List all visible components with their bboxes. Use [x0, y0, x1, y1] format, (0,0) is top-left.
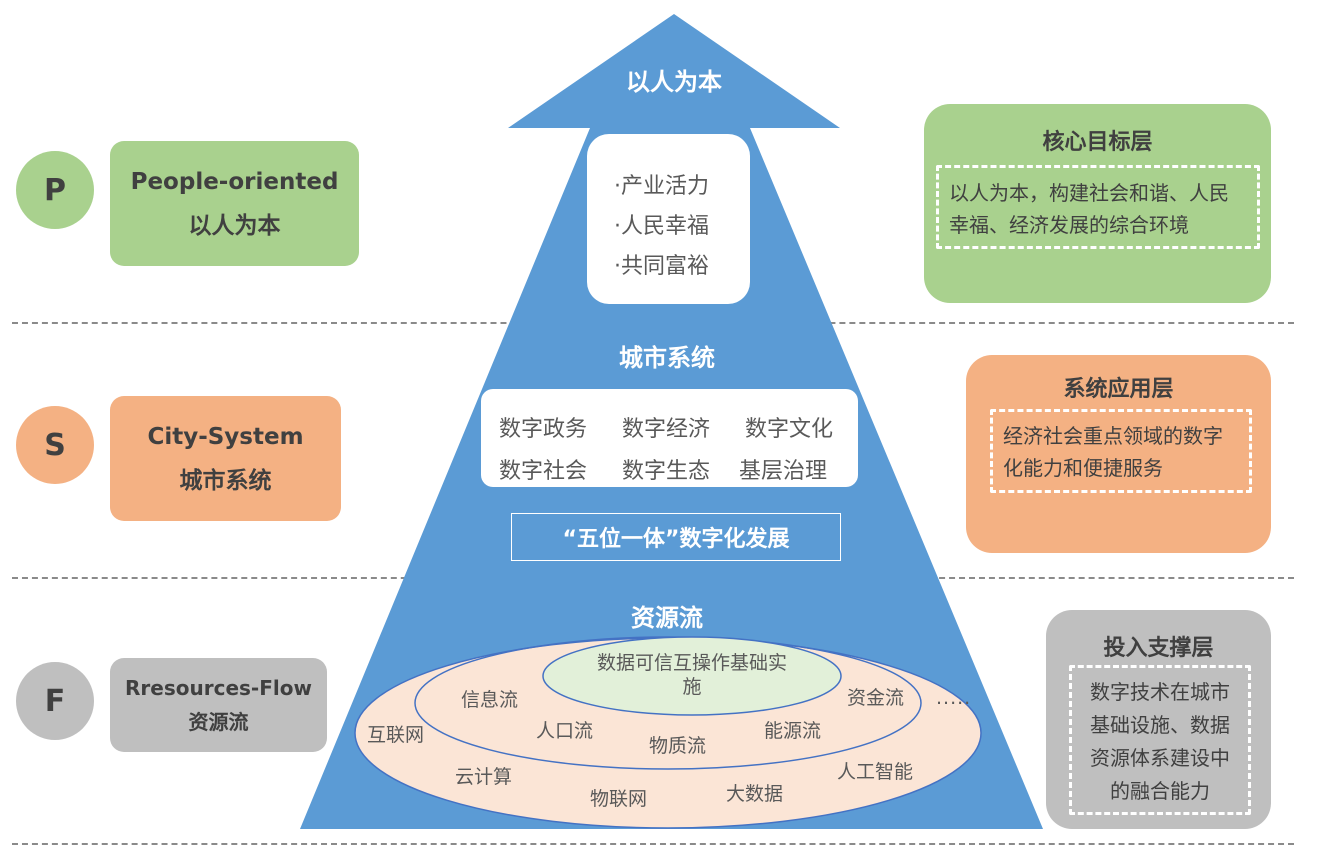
flow-item: 能源流 [764, 720, 822, 742]
flow-item: 资金流 [847, 687, 905, 709]
system-item: 基层治理 [739, 459, 828, 484]
five-in-one-label: “五位一体”数字化发展 [562, 527, 790, 552]
core-goal-layer-title: 核心目标层 [1042, 130, 1153, 155]
pyramid-top-title: 以人为本 [626, 68, 722, 96]
resource-title: 资源流 [631, 604, 703, 632]
system-application-layer-box: 系统应用层 经济社会重点领域的数字化能力和便捷服务 [966, 355, 1271, 553]
core-label: 数据可信互操作基础实施 [596, 652, 787, 698]
system-title: 城市系统 [619, 344, 715, 372]
input-support-layer-title: 投入支撑层 [1103, 636, 1214, 661]
system-application-layer-title: 系统应用层 [1063, 377, 1174, 402]
city-system-box: City-System 城市系统 [110, 396, 341, 521]
tech-item: 云计算 [455, 766, 513, 788]
people-oriented-en: People-oriented [130, 168, 339, 195]
system-application-layer-desc: 经济社会重点领域的数字化能力和便捷服务 [990, 409, 1252, 493]
goal-item: ·产业活力 [614, 174, 709, 199]
system-item: 数字社会 [499, 459, 588, 484]
tech-item: 互联网 [367, 724, 425, 746]
tech-item: 大数据 [726, 783, 784, 805]
system-item: 数字经济 [622, 417, 711, 442]
system-item: 数字文化 [745, 417, 834, 442]
resources-flow-box: Rresources-Flow 资源流 [110, 658, 327, 752]
city-system-zh: 城市系统 [179, 467, 272, 494]
five-in-one-box: “五位一体”数字化发展 [511, 513, 841, 561]
tech-item: 人工智能 [837, 761, 914, 783]
flow-item: 信息流 [461, 689, 519, 711]
f-circle: F [16, 662, 94, 740]
resources-flow-zh: 资源流 [188, 710, 249, 734]
goal-item: ·共同富裕 [614, 254, 709, 279]
system-item: 数字生态 [622, 459, 711, 484]
flow-item: 人口流 [536, 720, 594, 742]
core-goal-layer-box: 核心目标层 以人为本，构建社会和谐、人民幸福、经济发展的综合环境 [924, 104, 1271, 303]
city-system-en: City-System [147, 423, 304, 450]
flow-item: 物质流 [649, 735, 707, 757]
tech-item: 物联网 [590, 788, 648, 810]
people-oriented-zh: 以人为本 [188, 212, 281, 239]
goals-card [587, 134, 750, 304]
resources-flow-en: Rresources-Flow [125, 676, 312, 700]
core-goal-layer-desc: 以人为本，构建社会和谐、人民幸福、经济发展的综合环境 [936, 165, 1260, 249]
goal-item: ·人民幸福 [614, 214, 709, 239]
people-oriented-box: People-oriented 以人为本 [110, 141, 359, 266]
system-item: 数字政务 [499, 417, 588, 442]
core-ellipse [542, 636, 842, 716]
p-circle: P [16, 151, 94, 229]
input-support-layer-desc: 数字技术在城市基础设施、数据资源体系建设中的融合能力 [1069, 665, 1251, 815]
input-support-layer-box: 投入支撑层 数字技术在城市基础设施、数据资源体系建设中的融合能力 [1046, 610, 1271, 829]
tech-item-ellipsis: ..... [936, 687, 972, 709]
systems-card [481, 389, 858, 487]
s-circle: S [16, 406, 94, 484]
divider-bottom [12, 843, 1294, 845]
